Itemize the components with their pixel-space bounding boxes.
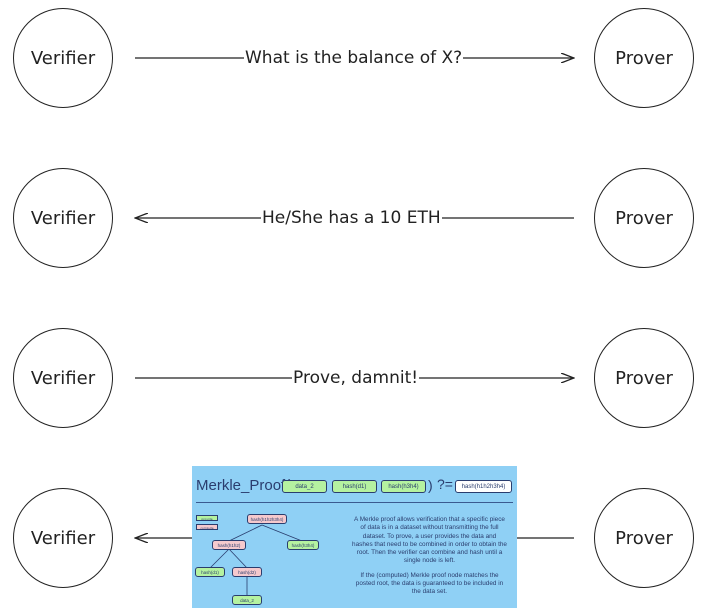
proof-arg-data: data_2 xyxy=(282,480,327,493)
tree-data-node: data_2 xyxy=(232,595,262,605)
prover-node: Prover xyxy=(594,328,694,428)
legend-provided: provide xyxy=(196,515,218,521)
merkle-tree-lines xyxy=(209,524,303,596)
message-label: Prove, damnit! xyxy=(292,368,420,388)
message-label: What is the balance of X? xyxy=(244,48,464,68)
tree-leaf-d2: hash(d2) xyxy=(232,567,262,577)
merkle-proof-description: A Merkle proof allows verification that … xyxy=(352,516,507,603)
prover-node: Prover xyxy=(594,8,694,108)
description-paragraph: If the (computed) Merkle proof node matc… xyxy=(355,571,504,596)
merkle-proof-image: Merkle_Proof( data_2 hash(d1) hash(h3h4)… xyxy=(192,466,517,608)
proof-arg-hash-h3h4: hash(h3h4) xyxy=(381,480,426,493)
close-paren: ) xyxy=(428,477,433,493)
prover-node: Prover xyxy=(594,488,694,588)
message-label: He/She has a 10 ETH xyxy=(261,208,442,228)
verifier-node: Verifier xyxy=(13,8,113,108)
tree-right-node: hash(h3h4) xyxy=(287,540,319,550)
tree-left-node: hash(h1h2) xyxy=(212,540,246,550)
compare-symbol: ?= xyxy=(437,476,453,492)
description-paragraph: A Merkle proof allows verification that … xyxy=(352,516,507,565)
verifier-node: Verifier xyxy=(13,328,113,428)
verifier-node: Verifier xyxy=(13,488,113,588)
tree-leaf-d1: hash(d1) xyxy=(195,567,225,577)
proof-arg-hash-d1: hash(d1) xyxy=(332,480,377,493)
legend-computed: compute xyxy=(196,524,218,530)
posted-root: hash(h1h2h3h4) xyxy=(455,480,512,493)
tree-root-node: hash(h1h2h3h4) xyxy=(247,514,287,524)
merkle-proof-title: Merkle_Proof( xyxy=(196,477,291,494)
divider xyxy=(196,502,513,503)
verifier-node: Verifier xyxy=(13,168,113,268)
prover-node: Prover xyxy=(594,168,694,268)
